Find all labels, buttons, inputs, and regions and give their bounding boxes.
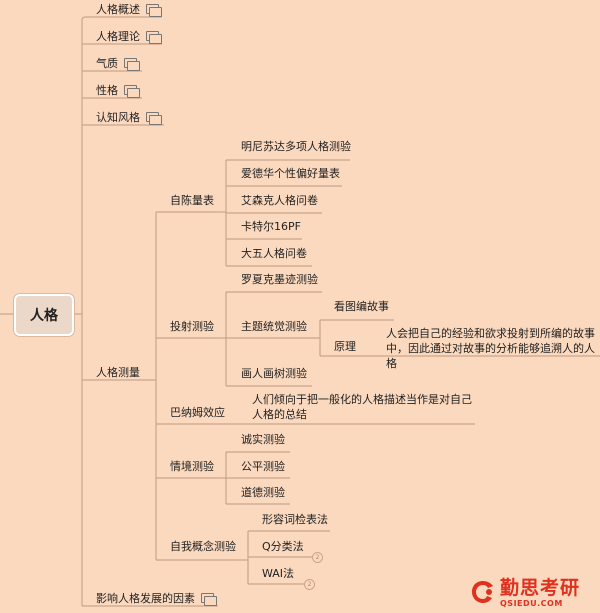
node-barnum-effect[interactable]: 巴纳姆效应 (170, 406, 225, 419)
node-big-five[interactable]: 大五人格问卷 (241, 247, 307, 260)
node-personality-overview[interactable]: 人格概述 (96, 2, 162, 17)
node-adjective-checklist[interactable]: 形容词检表法 (262, 513, 328, 526)
node-fairness-test[interactable]: 公平测验 (241, 460, 285, 473)
node-edwards[interactable]: 爱德华个性偏好量表 (241, 167, 340, 180)
notes-icon[interactable] (146, 4, 162, 17)
collapsed-count-badge[interactable]: 2 (304, 579, 315, 590)
node-projective-test[interactable]: 投射测验 (170, 320, 214, 333)
root-node[interactable]: 人格 (14, 294, 74, 336)
node-honesty-test[interactable]: 诚实测验 (241, 433, 285, 446)
logo-url: QSIEDU.COM (500, 599, 563, 608)
logo-icon (472, 581, 493, 603)
node-morality-test[interactable]: 道德测验 (241, 486, 285, 499)
logo-name: 勤思考研 (500, 577, 581, 599)
notes-icon[interactable] (124, 58, 140, 71)
brand-logo: 勤思考研 QSIEDU.COM (470, 577, 596, 611)
node-eysenck[interactable]: 艾森克人格问卷 (241, 194, 318, 207)
node-tat[interactable]: 主题统觉测验 (241, 320, 307, 333)
notes-icon[interactable] (201, 593, 217, 606)
node-personality-measurement[interactable]: 人格测量 (96, 366, 140, 379)
collapsed-count-badge[interactable]: 2 (312, 552, 323, 563)
node-development-factors[interactable]: 影响人格发展的因素 (96, 591, 217, 606)
node-situational-test[interactable]: 情境测验 (170, 460, 214, 473)
node-self-report-scale[interactable]: 自陈量表 (170, 194, 214, 207)
node-barnum-text[interactable]: 人们倾向于把一般化的人格描述当作是对自己人格的总结 (252, 393, 472, 421)
node-q-sort[interactable]: Q分类法 (262, 540, 304, 553)
node-character[interactable]: 性格 (96, 83, 140, 98)
node-wai[interactable]: WAI法 (262, 567, 295, 580)
node-principle-text[interactable]: 人会把自己的经验和欲求投射到所编的故事中，因此通过对故事的分析能够追溯人的人格 (386, 327, 595, 370)
node-picture-story[interactable]: 看图编故事 (334, 300, 389, 313)
node-personality-theory[interactable]: 人格理论 (96, 29, 162, 44)
node-mmpi[interactable]: 明尼苏达多项人格测验 (241, 140, 351, 153)
notes-icon[interactable] (146, 31, 162, 44)
notes-icon[interactable] (124, 85, 140, 98)
node-principle[interactable]: 原理 (334, 340, 356, 353)
node-16pf[interactable]: 卡特尔16PF (241, 220, 301, 233)
notes-icon[interactable] (146, 112, 162, 125)
node-self-concept-test[interactable]: 自我概念测验 (170, 540, 236, 553)
node-rorschach[interactable]: 罗夏克墨迹测验 (241, 273, 318, 286)
node-temperament[interactable]: 气质 (96, 56, 140, 71)
node-draw-person-tree[interactable]: 画人画树测验 (241, 367, 307, 380)
node-cognitive-style[interactable]: 认知风格 (96, 110, 162, 125)
